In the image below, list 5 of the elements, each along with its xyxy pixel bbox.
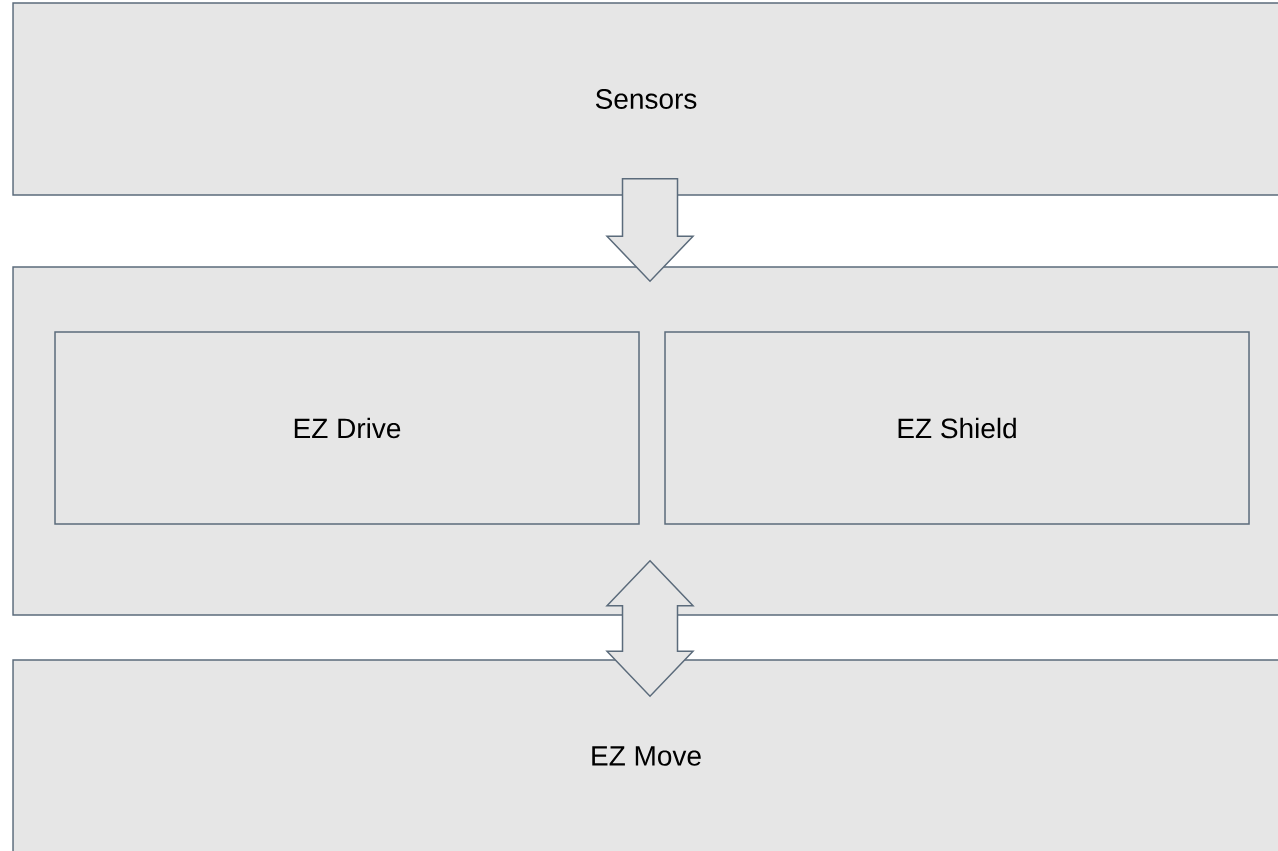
block-arrow [605, 178, 695, 283]
component-box: EZ Move [12, 659, 1278, 851]
component-box: EZ Drive [54, 331, 640, 525]
component-box: EZ Shield [664, 331, 1250, 525]
component-box: Sensors [12, 2, 1278, 196]
